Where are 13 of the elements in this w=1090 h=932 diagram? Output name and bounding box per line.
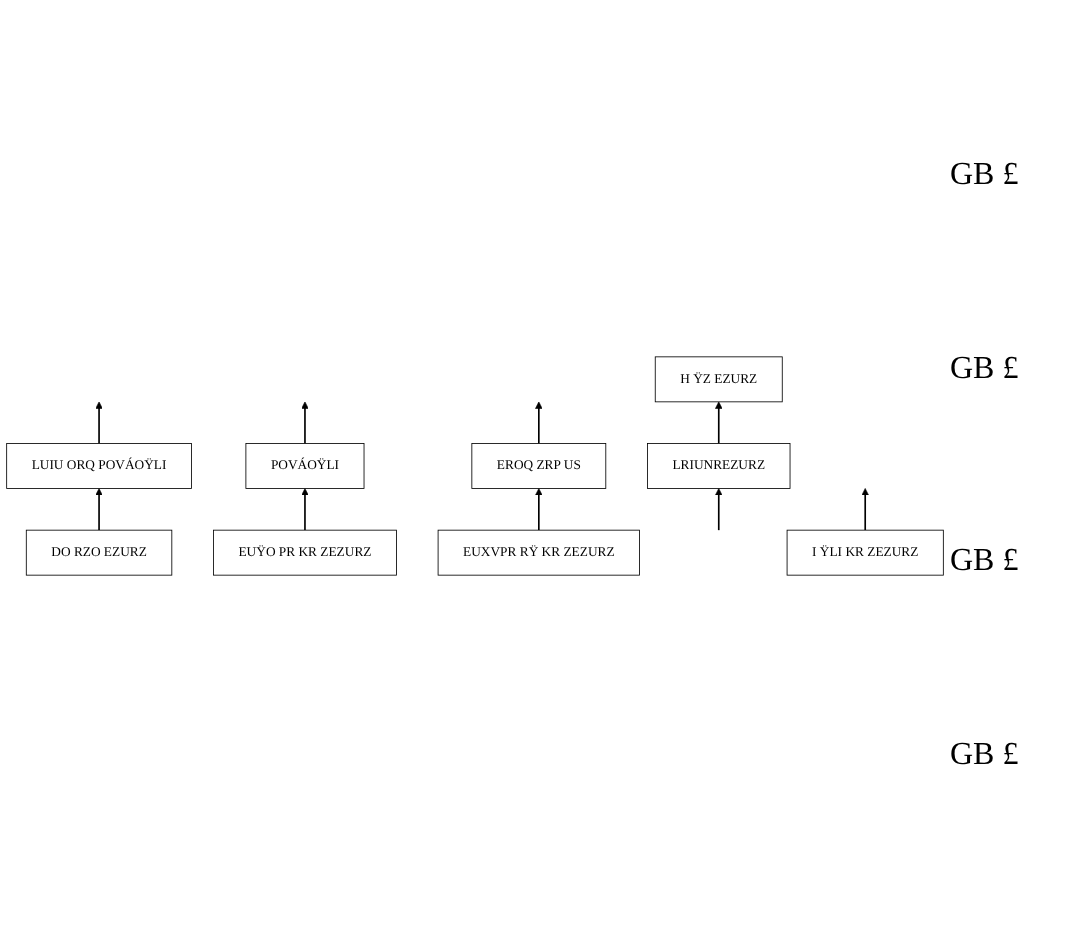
arrow xyxy=(301,488,309,531)
arrow xyxy=(861,488,869,531)
row-label: GB £ xyxy=(950,351,1021,388)
row-label: GB £ xyxy=(950,544,1021,581)
row-label: GB £ xyxy=(950,158,1021,195)
arrow xyxy=(95,488,103,531)
row-label: GB £ xyxy=(950,737,1021,774)
arrow xyxy=(301,401,309,445)
arrow xyxy=(535,401,543,445)
arrow xyxy=(715,401,723,445)
arrow xyxy=(535,488,543,531)
arrow xyxy=(95,401,103,445)
arrow xyxy=(715,488,723,531)
